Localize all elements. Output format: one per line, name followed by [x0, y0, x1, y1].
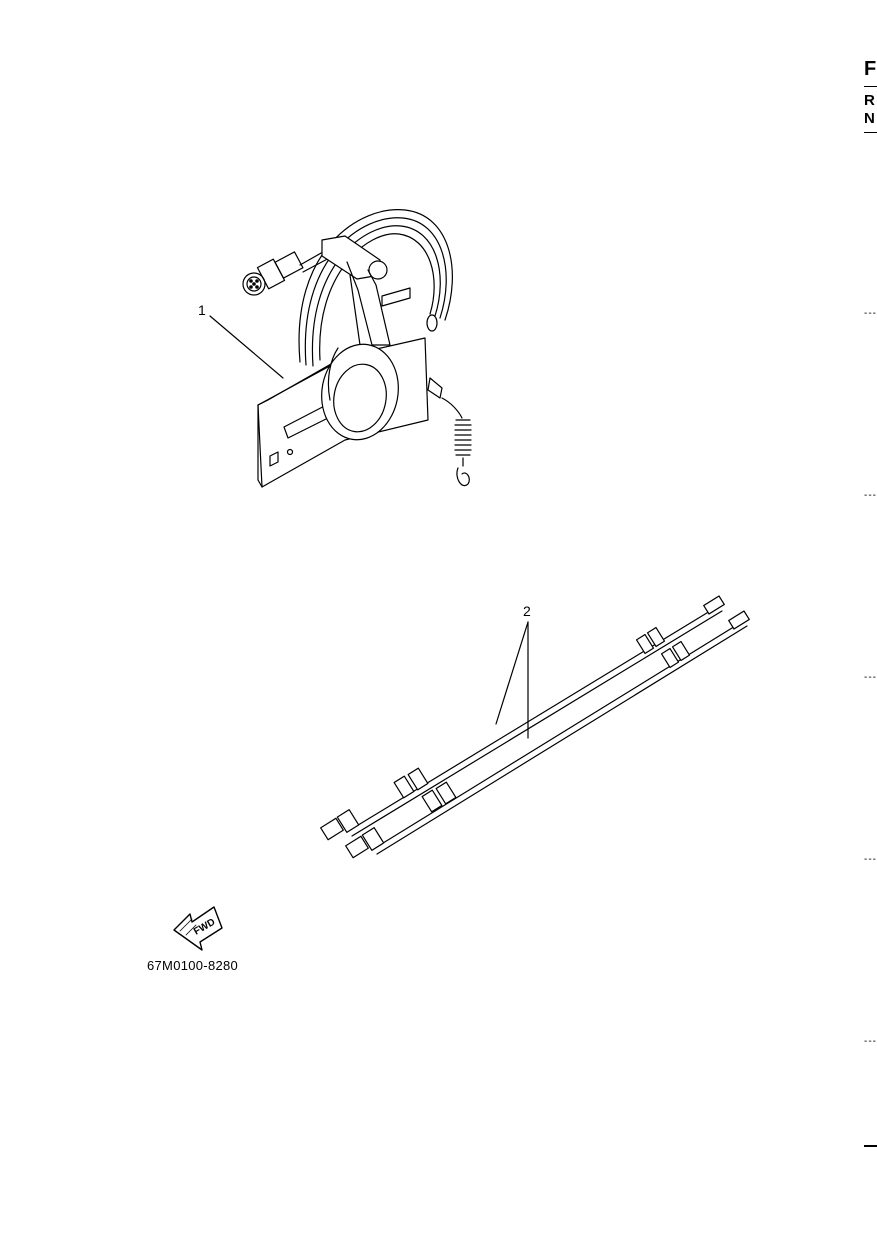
- edge-letter-r: R: [864, 92, 875, 109]
- diagram-code: 67M0100-8280: [147, 958, 239, 973]
- control-lever: [321, 235, 399, 441]
- cable-end-fittings-left: [320, 767, 457, 859]
- callout-1: 1: [198, 302, 206, 318]
- control-cables: [320, 595, 750, 859]
- edge-rule-end: [864, 1145, 877, 1147]
- edge-dash: ---: [864, 672, 877, 683]
- callout-2-leader-a: [495, 621, 529, 725]
- callout-1-leader: [209, 315, 284, 379]
- edge-dash: ---: [864, 490, 877, 501]
- fwd-arrow-icon: FWD: [173, 906, 223, 951]
- harness-connector: [242, 247, 334, 296]
- edge-dash: ---: [864, 1036, 877, 1047]
- edge-letter-n: N: [864, 110, 875, 127]
- edge-dash: ---: [864, 854, 877, 865]
- callout-2: 2: [523, 603, 531, 619]
- wire-harness-coil: [298, 209, 453, 367]
- stop-switch-lanyard: [381, 287, 472, 487]
- remote-control-box: [209, 209, 472, 488]
- cable-end-fittings-right: [635, 595, 750, 669]
- edge-dash: ---: [864, 308, 877, 319]
- edge-letter-f: F: [864, 58, 877, 80]
- edge-rule-bottom: [864, 132, 877, 133]
- edge-rule-top: [864, 86, 877, 87]
